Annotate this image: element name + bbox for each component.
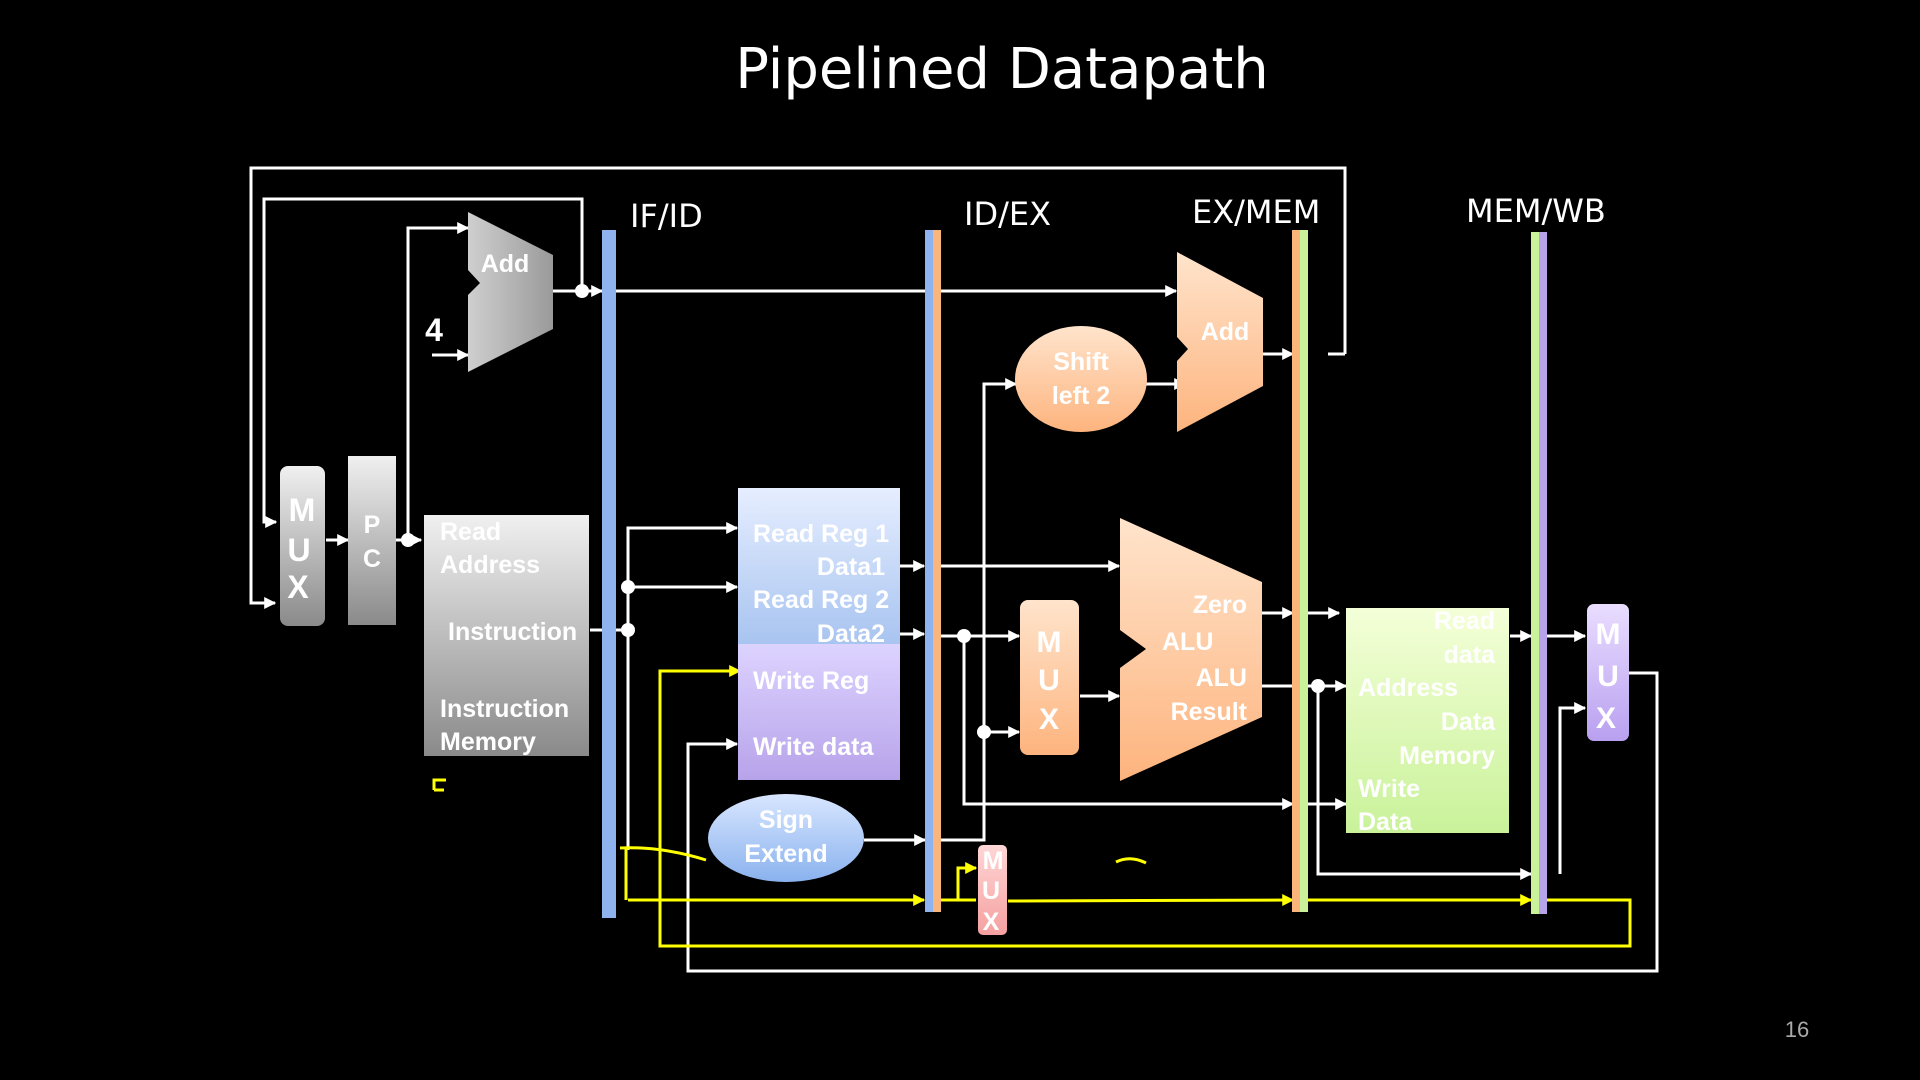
svg-text:Address: Address bbox=[440, 551, 540, 579]
svg-text:C: C bbox=[363, 545, 381, 573]
id-ex-register: ID/EX bbox=[925, 195, 1051, 912]
svg-text:ALU: ALU bbox=[1196, 664, 1247, 692]
yellow-annotations bbox=[432, 665, 1632, 948]
svg-text:Read: Read bbox=[1434, 607, 1495, 635]
ex-mem-register: EX/MEM bbox=[1192, 193, 1320, 912]
svg-text:X: X bbox=[1039, 703, 1059, 736]
svg-text:Zero: Zero bbox=[1193, 591, 1247, 619]
svg-text:Read Reg 1: Read Reg 1 bbox=[753, 520, 889, 548]
branch-adder: Add bbox=[1177, 252, 1263, 432]
junction-dots bbox=[401, 284, 1325, 739]
svg-text:Write Reg: Write Reg bbox=[753, 667, 869, 695]
svg-text:U: U bbox=[982, 877, 1000, 905]
svg-text:Data1: Data1 bbox=[817, 553, 885, 581]
svg-text:Memory: Memory bbox=[1399, 742, 1495, 770]
data-memory: Read data Address Data Memory Write Data bbox=[1346, 607, 1509, 836]
svg-text:Data: Data bbox=[1358, 808, 1413, 836]
svg-text:Data: Data bbox=[1441, 708, 1496, 736]
mem-wb-register: MEM/WB bbox=[1466, 192, 1606, 914]
program-counter: P C bbox=[348, 456, 396, 625]
svg-text:ALU: ALU bbox=[1162, 628, 1213, 656]
mem-wb-label: MEM/WB bbox=[1466, 192, 1606, 230]
svg-text:U: U bbox=[1597, 660, 1619, 693]
svg-text:U: U bbox=[1038, 664, 1060, 697]
page-number: 16 bbox=[1785, 1017, 1809, 1042]
svg-text:Add: Add bbox=[481, 250, 530, 278]
register-file: Read Reg 1 Data1 Read Reg 2 Data2 Write … bbox=[738, 488, 900, 780]
white-wires bbox=[249, 166, 1659, 973]
svg-text:Write data: Write data bbox=[753, 733, 874, 761]
shift-left-2: Shift left 2 bbox=[1015, 326, 1147, 432]
slide-title: Pipelined Datapath bbox=[735, 37, 1269, 102]
svg-text:Result: Result bbox=[1171, 698, 1248, 726]
svg-text:Write: Write bbox=[1358, 775, 1420, 803]
constant-four: 4 bbox=[425, 312, 443, 348]
svg-text:X: X bbox=[983, 908, 1000, 936]
svg-text:M: M bbox=[1596, 618, 1621, 651]
alu-source-mux: M U X bbox=[1020, 600, 1079, 755]
svg-text:left 2: left 2 bbox=[1052, 382, 1110, 410]
svg-text:Memory: Memory bbox=[440, 728, 536, 756]
pc-adder: Add bbox=[468, 212, 553, 372]
svg-text:M: M bbox=[1037, 626, 1062, 659]
id-ex-label: ID/EX bbox=[964, 195, 1051, 233]
svg-text:M: M bbox=[983, 847, 1004, 875]
svg-text:P: P bbox=[364, 511, 381, 539]
if-id-register: IF/ID bbox=[602, 197, 703, 918]
instruction-memory: Read Address Instruction Instruction Mem… bbox=[424, 515, 589, 756]
reg-dst-mux: M U X bbox=[978, 845, 1007, 936]
svg-text:Read Reg 2: Read Reg 2 bbox=[753, 586, 889, 614]
svg-text:Instruction: Instruction bbox=[448, 618, 577, 646]
svg-text:Data2: Data2 bbox=[817, 620, 885, 648]
svg-text:Address: Address bbox=[1358, 674, 1458, 702]
svg-text:Read: Read bbox=[440, 518, 501, 546]
svg-text:data: data bbox=[1444, 641, 1497, 669]
svg-text:Shift: Shift bbox=[1053, 348, 1109, 376]
if-id-label: IF/ID bbox=[630, 197, 703, 235]
alu: Zero ALU ALU Result bbox=[1120, 518, 1262, 781]
svg-text:Sign: Sign bbox=[759, 806, 813, 834]
svg-text:U: U bbox=[287, 532, 310, 568]
pc-source-mux: M U X bbox=[280, 466, 325, 626]
svg-text:M: M bbox=[289, 492, 316, 528]
svg-text:X: X bbox=[1596, 702, 1616, 735]
svg-text:Add: Add bbox=[1201, 318, 1250, 346]
svg-text:X: X bbox=[287, 569, 309, 605]
svg-text:Extend: Extend bbox=[744, 840, 827, 868]
sign-extend: Sign Extend bbox=[708, 794, 864, 882]
mem-to-reg-mux: M U X bbox=[1587, 604, 1629, 741]
svg-text:Instruction: Instruction bbox=[440, 695, 569, 723]
ex-mem-label: EX/MEM bbox=[1192, 193, 1320, 231]
